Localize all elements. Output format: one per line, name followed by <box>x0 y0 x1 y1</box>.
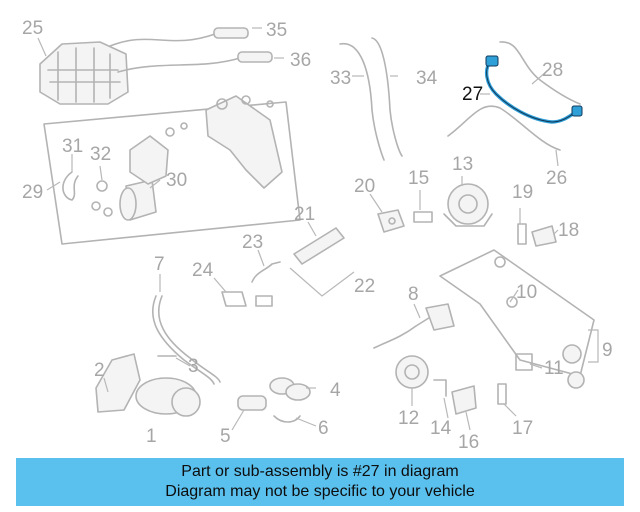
callout-26: 26 <box>546 168 567 189</box>
part-33-shape <box>339 42 385 161</box>
part-21-shape <box>293 227 345 265</box>
part-12-shape <box>395 355 429 389</box>
part-23-shape <box>251 261 281 283</box>
callout-11: 11 <box>544 358 564 379</box>
part-5-shape <box>237 395 267 411</box>
part-14-shape <box>433 379 447 397</box>
callout-20: 20 <box>354 176 375 197</box>
callout-24: 24 <box>192 260 214 281</box>
leader-lines <box>37 27 559 431</box>
part-2-shape <box>95 353 141 413</box>
callout-7: 7 <box>154 254 165 275</box>
part-8-shape <box>373 303 455 349</box>
banner-line-1: Part or sub-assembly is #27 in diagram <box>181 463 459 480</box>
part-4-shape <box>269 377 311 401</box>
part-22-lead <box>289 267 355 297</box>
part-10-shape <box>494 256 518 308</box>
callout-22: 22 <box>354 276 375 297</box>
part-18-shape <box>531 225 557 247</box>
valve-assembly-shape <box>129 122 188 185</box>
callout-8: 8 <box>408 284 419 305</box>
part-35-shape <box>109 27 249 47</box>
callout-35: 35 <box>266 20 287 41</box>
callout-21: 21 <box>294 204 315 225</box>
callout-17: 17 <box>512 418 533 439</box>
callout-31: 31 <box>62 136 83 157</box>
callout-25: 25 <box>22 18 43 39</box>
part-25-shape <box>39 41 129 105</box>
callout-3: 3 <box>188 356 199 377</box>
part-30-shape <box>119 179 157 221</box>
part-26-shape <box>447 105 561 151</box>
callout-4: 4 <box>330 380 341 401</box>
callout-15: 15 <box>408 168 429 189</box>
callout-33: 33 <box>330 68 351 89</box>
callout-14: 14 <box>430 418 452 439</box>
callout-12: 12 <box>398 408 419 429</box>
callout-9: 9 <box>602 340 613 361</box>
callout-19: 19 <box>512 182 533 203</box>
part-24-shape <box>221 291 273 307</box>
callout-29: 29 <box>22 182 43 203</box>
part-34-shape <box>371 37 403 157</box>
info-banner: Part or sub-assembly is #27 in diagram D… <box>16 458 624 506</box>
part-36-shape <box>117 51 273 73</box>
part-16-shape <box>451 385 477 415</box>
part-13-shape <box>443 183 493 227</box>
part-6-shape <box>273 415 301 423</box>
bracket-plate-shape <box>205 95 283 189</box>
callout-10: 10 <box>516 282 537 303</box>
callout-18: 18 <box>558 220 579 241</box>
callout-13: 13 <box>452 154 473 175</box>
part-27-highlighted-shape <box>484 55 583 124</box>
callout-2: 2 <box>94 360 105 381</box>
part-32-shape <box>91 180 113 217</box>
callout-labels: 25 35 36 33 34 27 28 26 29 31 32 30 13 2… <box>22 18 613 452</box>
callout-30: 30 <box>166 170 187 191</box>
callout-28: 28 <box>542 60 563 81</box>
parts-diagram: 25 35 36 33 34 27 28 26 29 31 32 30 13 2… <box>22 18 613 452</box>
callout-32: 32 <box>90 144 111 165</box>
part-28-shape <box>499 41 581 105</box>
callout-5: 5 <box>220 426 231 447</box>
callout-1: 1 <box>146 426 157 447</box>
part-31-shape <box>62 171 79 201</box>
part-7-shape <box>151 295 221 385</box>
banner-line-2: Diagram may not be specific to your vehi… <box>165 483 475 500</box>
callout-36: 36 <box>290 50 311 71</box>
callout-23: 23 <box>242 232 263 253</box>
bracket-panel <box>43 101 301 245</box>
part-19-shape <box>517 223 527 245</box>
part-1-shape <box>135 377 201 417</box>
part-15-shape <box>413 211 433 223</box>
part-11-shape <box>515 344 585 389</box>
part-17-shape <box>497 383 507 405</box>
callout-16: 16 <box>458 432 479 452</box>
callout-34: 34 <box>416 68 438 89</box>
callout-27-highlighted: 27 <box>462 84 483 105</box>
callout-6: 6 <box>318 418 329 439</box>
part-20-shape <box>377 209 405 233</box>
